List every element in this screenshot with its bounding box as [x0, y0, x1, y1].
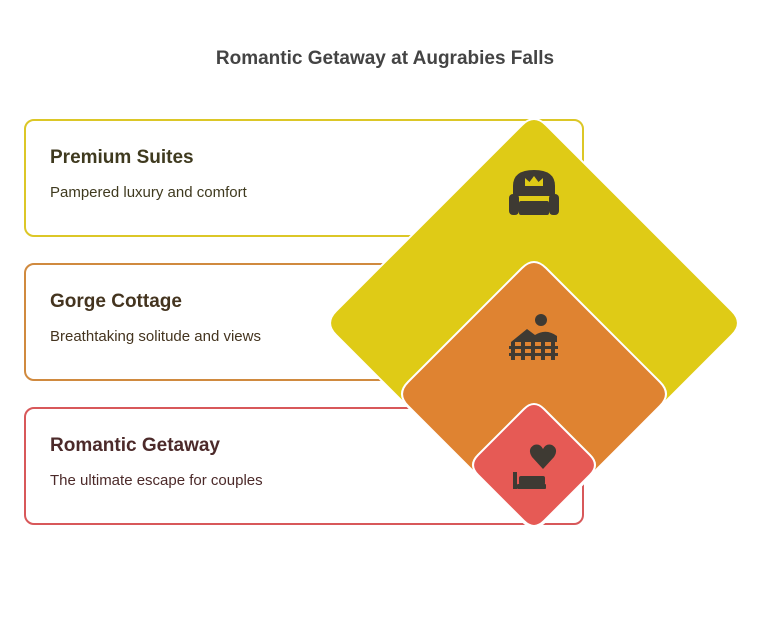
- tier-title: Premium Suites: [50, 147, 194, 168]
- tier-description: Pampered luxury and comfort: [50, 184, 247, 201]
- diagram-title: Romantic Getaway at Augrabies Falls: [215, 48, 555, 69]
- person-fence-view-icon: [509, 314, 558, 360]
- tier-description: The ultimate escape for couples: [50, 472, 263, 489]
- tier-description: Breathtaking solitude and views: [50, 328, 261, 345]
- heart-bed-icon: [513, 444, 557, 489]
- armchair-crown-icon: [509, 170, 559, 215]
- tier-title: Gorge Cottage: [50, 291, 182, 312]
- diamond-romantic-getaway: [472, 403, 596, 527]
- tier-title: Romantic Getaway: [50, 435, 220, 456]
